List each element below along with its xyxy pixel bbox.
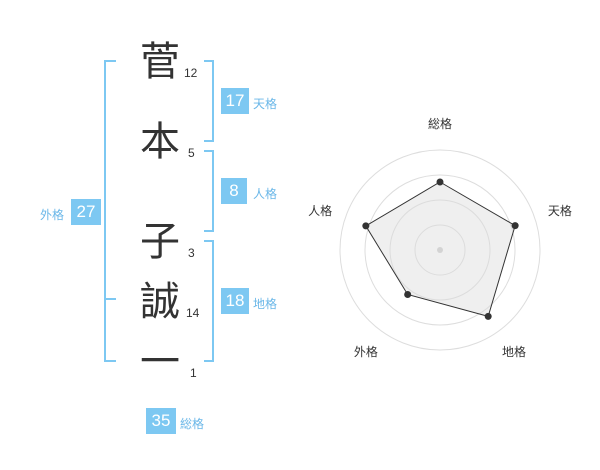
- chikaku-badge: 18: [221, 288, 249, 314]
- stroke-count-4: 14: [186, 306, 200, 320]
- chikaku-label: 地格: [253, 297, 278, 311]
- radar-points: [362, 178, 519, 320]
- radar-point-3: [404, 290, 412, 298]
- radar-polygon: [365, 181, 516, 317]
- radar-axis-label-3: 外格: [354, 344, 378, 359]
- radar-area-group: [365, 181, 516, 317]
- gaikaku-label: 外格: [40, 208, 65, 222]
- soukaku-label: 総格: [180, 417, 205, 431]
- jinkaku-label: 人格: [253, 187, 278, 201]
- gaikaku-bracket-lower: [104, 298, 116, 362]
- tenkaku-label: 天格: [253, 97, 278, 111]
- tenkaku-bracket: [204, 60, 214, 142]
- stroke-count-3: 3: [188, 246, 195, 260]
- name-char-3: 子: [140, 219, 180, 265]
- chikaku-bracket: [204, 240, 214, 362]
- stroke-count-2: 5: [188, 146, 195, 160]
- tenkaku-badge: 17: [221, 88, 249, 114]
- radar-center-dot: [437, 247, 443, 253]
- name-char-4: 誠: [140, 279, 180, 325]
- radar-axis-label-0: 総格: [428, 116, 452, 131]
- radar-ring-2: [389, 199, 491, 301]
- gaikaku-bracket-upper: [104, 60, 116, 298]
- radar-ring-1: [414, 224, 466, 276]
- soukaku-badge: 35: [146, 408, 176, 434]
- radar-axis-label-2: 地格: [502, 344, 526, 359]
- radar-point-1: [511, 222, 519, 230]
- gaikaku-badge: 27: [71, 199, 101, 225]
- stroke-count-5: 1: [190, 366, 197, 380]
- radar-rings: [339, 149, 541, 351]
- jinkaku-bracket: [204, 150, 214, 232]
- name-char-2: 本: [140, 119, 180, 165]
- radar-point-2: [484, 312, 492, 320]
- stroke-count-1: 12: [184, 66, 198, 80]
- radar-axis-label-1: 天格: [548, 203, 572, 218]
- radar-ring-3: [364, 174, 516, 326]
- radar-point-0: [436, 178, 444, 186]
- name-char-5: 一: [140, 339, 180, 385]
- jinkaku-badge: 8: [221, 178, 247, 204]
- radar-axis-label-4: 人格: [308, 203, 332, 218]
- radar-point-4: [362, 222, 370, 230]
- name-char-1: 菅: [140, 39, 180, 85]
